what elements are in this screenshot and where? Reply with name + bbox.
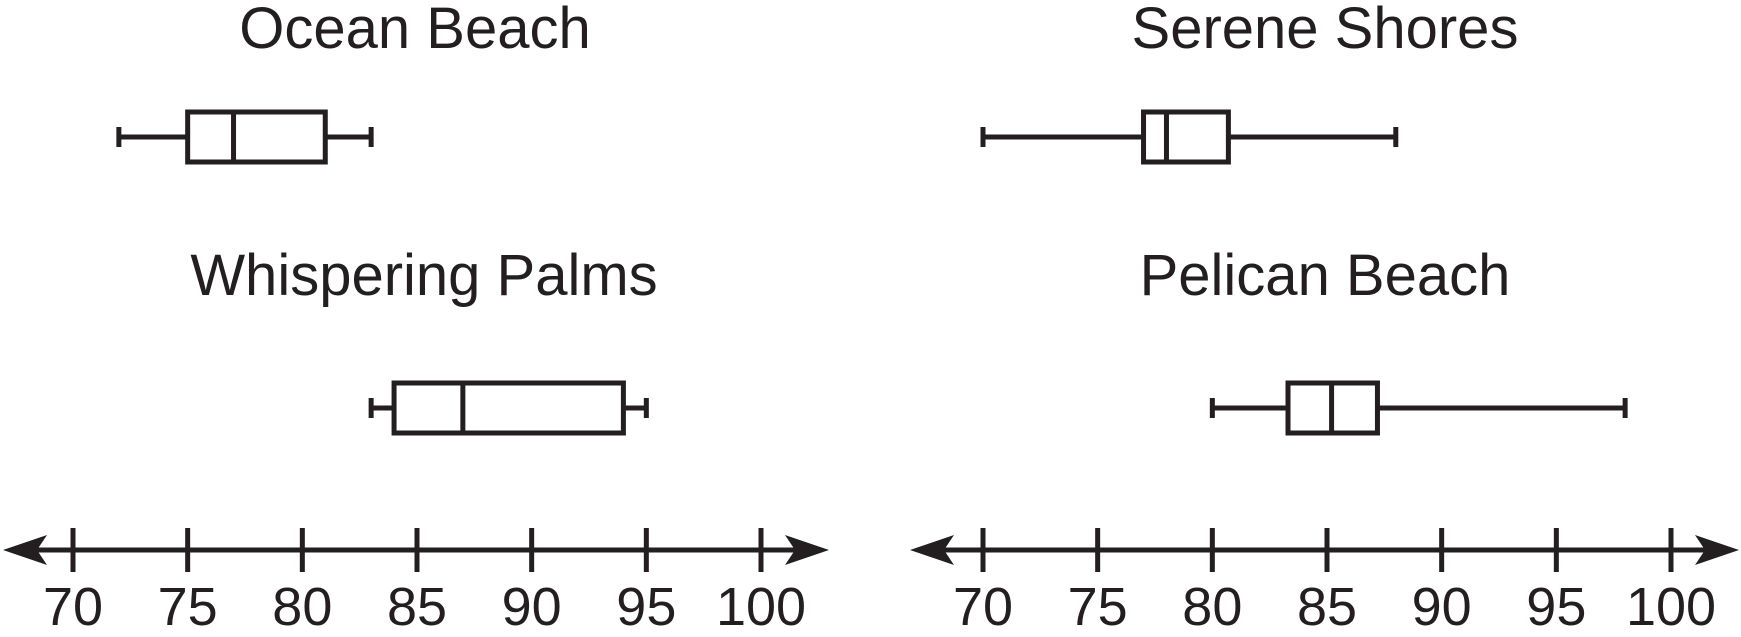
tick-label: 70 (43, 577, 103, 637)
arrow-left-icon (3, 535, 47, 565)
box-plot-ocean-beach (116, 109, 374, 165)
box-plot-marks (116, 109, 1628, 436)
plot-title-pelican-beach: Pelican Beach (1140, 243, 1511, 308)
tick-label: 90 (502, 577, 562, 637)
tick-label: 95 (616, 577, 676, 637)
arrow-right-icon (1695, 535, 1739, 565)
tick-label: 75 (1068, 577, 1128, 637)
tick-label: 85 (1297, 577, 1357, 637)
box-plot-whispering-palms (368, 380, 649, 436)
arrow-left-icon (910, 535, 954, 565)
interquartile-box (185, 109, 328, 165)
tick-label: 95 (1526, 577, 1586, 637)
tick-label: 90 (1412, 577, 1472, 637)
tick-label: 75 (158, 577, 218, 637)
tick-label: 80 (1182, 577, 1242, 637)
tick-label: 70 (953, 577, 1013, 637)
number-line-right: 70 75 80 85 90 95 100 (910, 528, 1739, 637)
plot-title-serene-shores: Serene Shores (1132, 0, 1519, 61)
interquartile-box (1141, 109, 1231, 165)
plot-title-whispering-palms: Whispering Palms (190, 243, 657, 308)
box-plot-pelican-beach (1209, 380, 1628, 436)
tick-label: 85 (387, 577, 447, 637)
tick-label: 80 (272, 577, 332, 637)
box-plot-serene-shores (980, 109, 1399, 165)
number-line-left: 70 75 80 85 90 95 100 (3, 528, 829, 637)
interquartile-box (391, 380, 626, 436)
tick-label: 100 (1626, 577, 1716, 637)
plot-title-ocean-beach: Ocean Beach (239, 0, 590, 61)
arrow-right-icon (785, 535, 829, 565)
tick-label: 100 (716, 577, 806, 637)
